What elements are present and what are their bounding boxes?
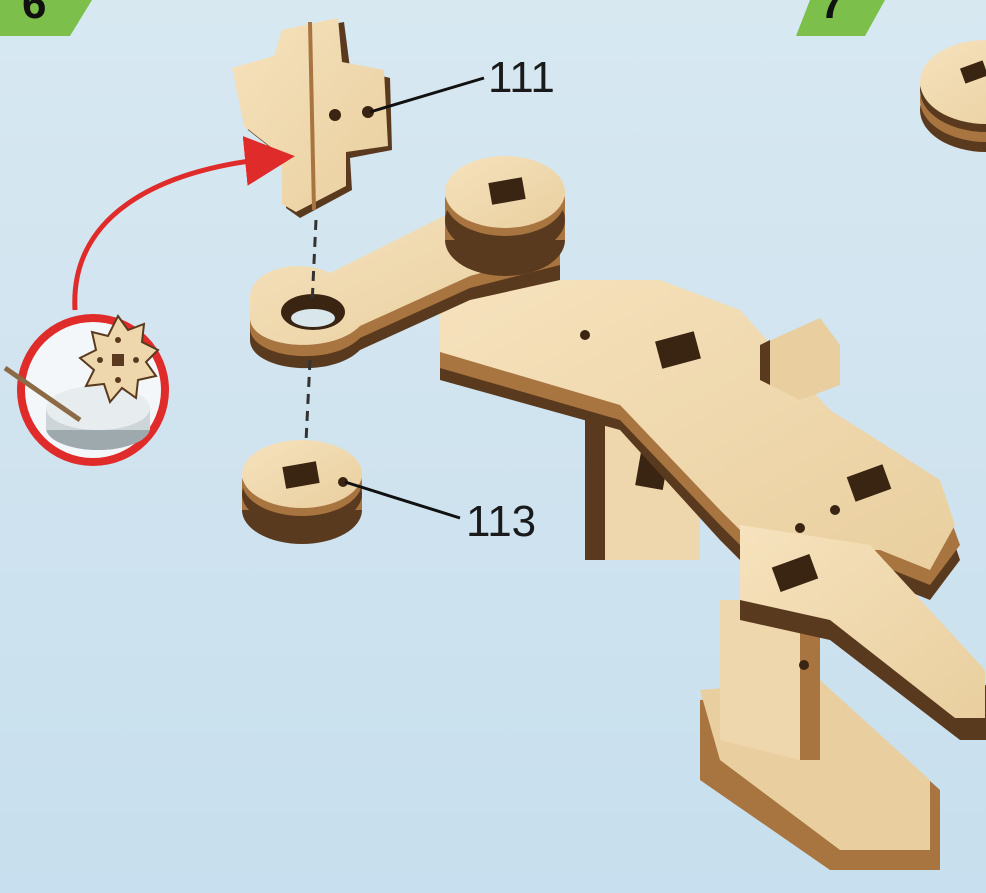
- glue-pot-with-gear-icon: [5, 314, 169, 466]
- step-6-number: 6: [22, 0, 46, 26]
- part-111-label: 111: [488, 56, 555, 100]
- disc-washer-icon: [242, 440, 362, 544]
- step-7-number: 7: [820, 0, 844, 26]
- part-113-label: 113: [466, 500, 536, 544]
- next-step-disc: [920, 40, 986, 152]
- apply-glue-arrow: [75, 158, 275, 310]
- leader-line-113: [345, 482, 460, 518]
- lever-top-disc: [445, 156, 565, 276]
- cross-piece-icon: [232, 18, 392, 218]
- main-assembly: [440, 280, 986, 870]
